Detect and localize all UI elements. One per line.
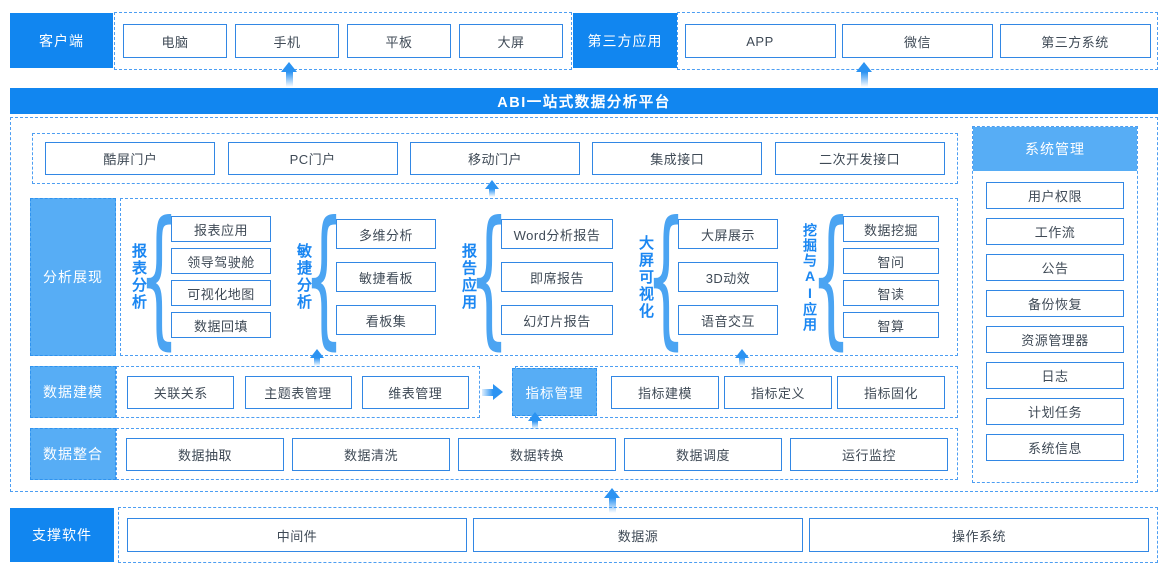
analysis-group-reporting: 报告应用 { Word分析报告 即席报告 幻灯片报告	[459, 199, 613, 355]
analysis-item: 看板集	[336, 305, 436, 335]
client-item: 平板	[347, 24, 451, 58]
analysis-item: 多维分析	[336, 219, 436, 249]
system-management-panel: 系统管理 用户权限 工作流 公告 备份恢复 资源管理器 日志 计划任务 系统信息	[972, 126, 1138, 483]
analysis-group-agile: 敏捷分析 { 多维分析 敏捷看板 看板集	[294, 199, 436, 355]
analysis-group-report: 报表分析 { 报表应用 领导驾驶舱 可视化地图 数据回填	[129, 199, 271, 355]
modeling-label: 数据建模	[30, 366, 116, 418]
up-arrow-icon	[485, 180, 499, 197]
brace-icon: {	[303, 190, 345, 364]
integration-label: 数据整合	[30, 428, 116, 480]
analysis-item: 可视化地图	[171, 280, 271, 306]
support-item: 数据源	[473, 518, 803, 552]
group-name: 挖掘与AI应用	[802, 222, 818, 332]
analysis-item: 智读	[843, 280, 939, 306]
third-party-item: APP	[684, 24, 836, 58]
system-item: 工作流	[986, 218, 1124, 245]
integration-item: 数据抽取	[126, 437, 284, 471]
analysis-item: 幻灯片报告	[501, 305, 613, 335]
analysis-item: 数据挖掘	[843, 216, 939, 242]
group-name: 报表分析	[130, 243, 147, 311]
platform-container	[10, 117, 1158, 492]
analysis-item: 3D动效	[678, 262, 778, 292]
analysis-item: 报表应用	[171, 216, 271, 242]
system-item: 资源管理器	[986, 326, 1124, 353]
modeling-left-group: 关联关系 主题表管理 维表管理	[116, 366, 480, 418]
analysis-item: 数据回填	[171, 312, 271, 338]
up-arrow-icon	[310, 349, 324, 366]
third-party-item: 微信	[842, 24, 993, 58]
analysis-group-ai: 挖掘与AI应用 { 数据挖掘 智问 智读 智算	[801, 199, 939, 355]
portal-item: 二次开发接口	[774, 142, 945, 175]
portal-item: PC门户	[227, 142, 398, 175]
portal-item: 酷屏门户	[45, 142, 216, 175]
third-party-label: 第三方应用	[573, 13, 677, 68]
support-item: 操作系统	[809, 518, 1149, 552]
analysis-item: 智问	[843, 248, 939, 274]
portal-item: 移动门户	[409, 142, 580, 175]
system-item: 系统信息	[986, 434, 1124, 461]
client-item: 手机	[235, 24, 339, 58]
client-item: 电脑	[123, 24, 227, 58]
analysis-item: 领导驾驶舱	[171, 248, 271, 274]
portal-row: 酷屏门户 PC门户 移动门户 集成接口 二次开发接口	[32, 133, 958, 184]
integration-group: 数据抽取 数据清洗 数据转换 数据调度 运行监控	[116, 428, 958, 480]
modeling-item: 主题表管理	[244, 375, 352, 409]
client-item: 大屏	[459, 24, 563, 58]
analysis-groups: 报表分析 { 报表应用 领导驾驶舱 可视化地图 数据回填 敏捷分析 { 多维分析…	[120, 198, 958, 356]
support-group: 中间件 数据源 操作系统	[118, 507, 1158, 563]
modeling-item: 关联关系	[127, 375, 235, 409]
support-label: 支撑软件	[10, 508, 114, 562]
analysis-item: 即席报告	[501, 262, 613, 292]
brace-icon: {	[138, 190, 180, 364]
analysis-item: 智算	[843, 312, 939, 338]
system-item: 计划任务	[986, 398, 1124, 425]
group-name: 大屏可视化	[637, 234, 654, 320]
integration-item: 运行监控	[790, 437, 948, 471]
portal-item: 集成接口	[592, 142, 763, 175]
up-arrow-icon	[856, 62, 872, 87]
modeling-item: 指标定义	[724, 375, 832, 409]
client-group: 电脑 手机 平板 大屏	[114, 12, 572, 70]
modeling-item: 指标固化	[837, 375, 945, 409]
support-item: 中间件	[127, 518, 467, 552]
group-name: 敏捷分析	[295, 243, 312, 311]
brace-icon: {	[810, 190, 852, 364]
brace-icon: {	[468, 190, 510, 364]
group-name: 报告应用	[460, 243, 477, 311]
modeling-item: 维表管理	[361, 375, 469, 409]
client-label: 客户端	[10, 13, 113, 68]
system-management-header: 系统管理	[973, 127, 1137, 171]
analysis-item: 语音交互	[678, 305, 778, 335]
up-arrow-icon	[735, 349, 749, 366]
system-item: 用户权限	[986, 182, 1124, 209]
system-item: 备份恢复	[986, 290, 1124, 317]
integration-item: 数据转换	[458, 437, 616, 471]
right-arrow-icon	[482, 384, 503, 400]
platform-banner: ABI一站式数据分析平台	[10, 88, 1158, 114]
up-arrow-icon	[604, 488, 620, 513]
integration-item: 数据清洗	[292, 437, 450, 471]
brace-icon: {	[645, 190, 687, 364]
metric-management-highlight: 指标管理	[512, 368, 597, 416]
analysis-item: 敏捷看板	[336, 262, 436, 292]
integration-item: 数据调度	[624, 437, 782, 471]
system-item: 日志	[986, 362, 1124, 389]
system-item: 公告	[986, 254, 1124, 281]
up-arrow-icon	[281, 62, 297, 87]
up-arrow-icon	[528, 412, 542, 429]
analysis-group-bigscreen: 大屏可视化 { 大屏展示 3D动效 语音交互	[636, 199, 778, 355]
modeling-item: 指标建模	[611, 375, 719, 409]
third-party-group: APP 微信 第三方系统	[677, 12, 1158, 70]
third-party-item: 第三方系统	[999, 24, 1151, 58]
analysis-label: 分析展现	[30, 198, 116, 356]
modeling-right-group: 指标建模 指标定义 指标固化	[515, 366, 958, 418]
analysis-item: 大屏展示	[678, 219, 778, 249]
analysis-item: Word分析报告	[501, 219, 613, 249]
